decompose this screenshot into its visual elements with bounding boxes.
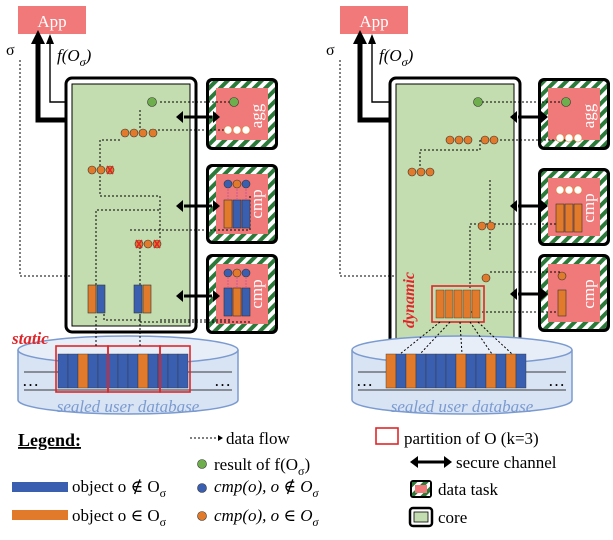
query-arrow-left (49, 40, 70, 103)
legend-cmp-not: cmp(o), o ∉ Oσ (214, 477, 320, 500)
secure-channels-right (510, 111, 548, 300)
left-panel: App σ f(Oσ) agg cmp cmp (6, 6, 278, 416)
legend-obj-in: object o ∈ Oσ (72, 506, 167, 529)
task-agg-left: agg (206, 78, 278, 150)
flows-left (19, 60, 251, 323)
legend-core: core (438, 508, 467, 527)
partitions-left (55, 345, 191, 393)
app-label-right: App (359, 12, 388, 31)
svg-text:…: … (548, 371, 565, 390)
sigma-right: σ (326, 42, 335, 59)
legend-title: Legend: (18, 430, 81, 450)
sigma-left: σ (6, 42, 15, 59)
result-arrow-right (357, 40, 392, 123)
static-label: static (11, 329, 49, 348)
db-objects-left (57, 353, 189, 389)
svg-text:agg: agg (579, 103, 598, 128)
task-cmp2-right: cmp (538, 254, 610, 332)
legend-partition: partition of O (k=3) (404, 429, 539, 448)
svg-text:cmp: cmp (579, 193, 598, 222)
right-panel: App σ f(Oσ) agg cmp cmp (326, 6, 610, 416)
legend-secure-channel: secure channel (456, 453, 557, 472)
svg-text:…: … (356, 371, 373, 390)
app-label-left: App (37, 12, 66, 31)
result-arrow-left (35, 40, 70, 123)
dynamic-label: dynamic (401, 272, 418, 328)
task-agg-right: agg (538, 78, 610, 150)
svg-text:agg: agg (247, 103, 266, 128)
legend-obj-not: object o ∉ Oσ (72, 477, 167, 500)
db-label-right: sealed user database (391, 397, 534, 416)
svg-text:…: … (214, 371, 231, 390)
f-label-left: f(Oσ) (57, 46, 92, 69)
app-box-left (18, 6, 86, 34)
db-objects-right (385, 353, 527, 389)
svg-text:cmp: cmp (247, 279, 266, 308)
svg-text:…: … (22, 371, 39, 390)
legend-data-flow: data flow (226, 429, 290, 448)
db-label-left: sealed user database (57, 397, 200, 416)
f-label-right: f(Oσ) (379, 46, 414, 69)
flows-right (339, 60, 570, 313)
secure-channels-left (176, 111, 220, 302)
svg-text:cmp: cmp (579, 279, 598, 308)
legend-result: result of f(Oσ) (214, 455, 310, 478)
legend-data-task: data task (438, 480, 498, 499)
svg-text:cmp: cmp (247, 189, 266, 218)
legend: Legend: data flow partition of O (k=3) r… (12, 427, 557, 529)
legend-cmp-in: cmp(o), o ∈ Oσ (214, 506, 320, 529)
app-box-right (340, 6, 408, 34)
